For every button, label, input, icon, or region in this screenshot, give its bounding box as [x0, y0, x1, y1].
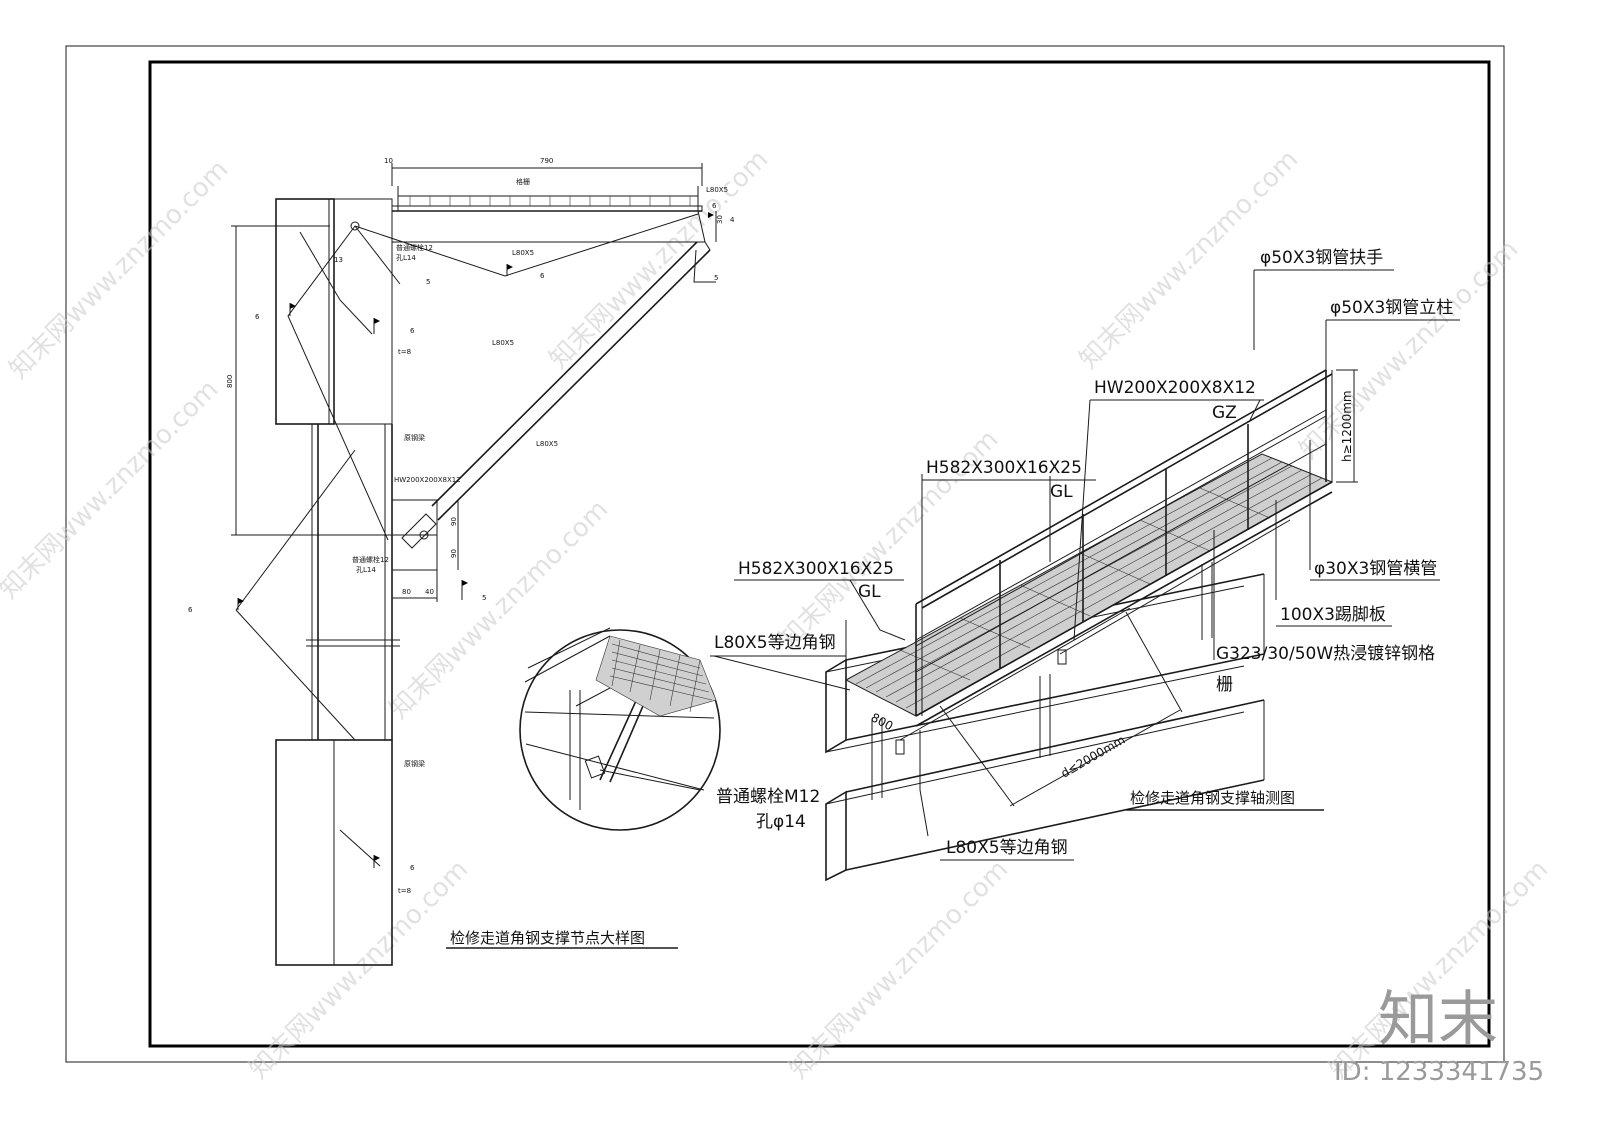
note-beam: 原钢梁: [404, 759, 425, 768]
label-angle-bottom: L80X5等边角钢: [946, 838, 1068, 858]
label-post: φ50X3钢管立柱: [1330, 298, 1453, 318]
watermark-text: 知末网www.znzmo.com: [4, 154, 235, 385]
weld-size: 5: [714, 274, 718, 282]
note-angle: L80X5: [536, 440, 558, 448]
outer-border: [65, 45, 1505, 1063]
grating-bars: [409, 196, 691, 206]
label-column-tag: GZ: [1212, 403, 1237, 423]
dim-plate-w2: 40: [425, 588, 434, 596]
dim-top-width: 790: [540, 157, 553, 165]
hole-label: 孔φ14: [756, 812, 806, 832]
dim-top-offset: 10: [384, 157, 393, 165]
node-detail-drawing: 790 10 800 90 90 80 40 30 格栅 L80X5 L80X5…: [188, 157, 735, 966]
weld-size: 5: [426, 278, 430, 286]
note-grating: 格栅: [516, 177, 530, 186]
label-beam-top-tag: GL: [1050, 482, 1073, 502]
member-number: 13: [334, 256, 343, 264]
watermark-text: 知末网www.znzmo.com: [0, 374, 224, 605]
watermark-id: ID: 1233341735: [1334, 1057, 1544, 1087]
note-hole: 孔L14: [396, 254, 416, 262]
axon-title: 检修走道角钢支撑轴测图: [1130, 789, 1295, 807]
note-column: HW200X200X8X12: [394, 476, 461, 484]
bolt-label: 普通螺栓M12: [716, 787, 820, 807]
dim-plate-h2: 90: [450, 549, 458, 558]
note-angle: L80X5: [706, 186, 728, 194]
label-grating-cont: 栅: [1216, 675, 1233, 695]
weld-size: 6: [410, 864, 415, 872]
zoom-grating: [595, 635, 717, 717]
label-beam-left-tag: GL: [858, 582, 881, 602]
watermark-text: 知末网www.znzmo.com: [544, 144, 775, 375]
note-bolt: 普通螺栓12: [352, 555, 389, 564]
watermark-text: 知末网www.znzmo.com: [784, 854, 1015, 1085]
inner-border: [148, 60, 1491, 1048]
note-angle: L80X5: [492, 339, 514, 347]
watermark-logo: 知末: [1378, 985, 1498, 1055]
weld-size: 6: [712, 202, 717, 210]
note-beam: 原钢梁: [404, 433, 425, 442]
label-toe-board: 100X3踢脚板: [1280, 605, 1386, 625]
label-beam-top: H582X300X16X25: [926, 458, 1082, 478]
note-thickness: t=8: [398, 887, 411, 895]
dim-height: 800: [226, 375, 234, 388]
weld-size: 6: [410, 327, 415, 335]
label-crossbar: φ30X3钢管横管: [1314, 559, 1437, 579]
watermark-text: 知末网www.znzmo.com: [244, 854, 475, 1085]
axonometric-drawing: h≥1200mm d≤2000mm 800 φ50X3钢管扶手 φ50X3钢管立…: [710, 248, 1460, 882]
label-angle-top: L80X5等边角钢: [714, 633, 836, 653]
detail-title: 检修走道角钢支撑节点大样图: [450, 929, 645, 947]
label-grating: G323/30/50W热浸镀锌钢格: [1216, 644, 1435, 664]
note-hole: 孔L14: [356, 566, 376, 574]
dim-span: d≤2000mm: [1059, 733, 1128, 781]
note-angle: L80X5: [512, 249, 534, 257]
dim-gap: 30: [716, 215, 724, 224]
label-column: HW200X200X8X12: [1094, 378, 1256, 398]
label-beam-left: H582X300X16X25: [738, 559, 894, 579]
dim-plate-w1: 80: [402, 588, 411, 596]
weld-size: 5: [482, 594, 486, 602]
zoom-callout: 普通螺栓M12 孔φ14: [519, 627, 820, 832]
weld-size: 6: [255, 313, 260, 321]
weld-size: 6: [188, 606, 193, 614]
weld-size: 6: [540, 272, 545, 280]
dim-plate-h1: 90: [450, 517, 458, 526]
label-handrail: φ50X3钢管扶手: [1260, 248, 1383, 268]
dim-height-axon: h≥1200mm: [1340, 390, 1354, 462]
note-bolt: 普通螺栓12: [396, 243, 433, 252]
weld-size: 4: [730, 216, 735, 224]
note-thickness: t=8: [398, 348, 411, 356]
